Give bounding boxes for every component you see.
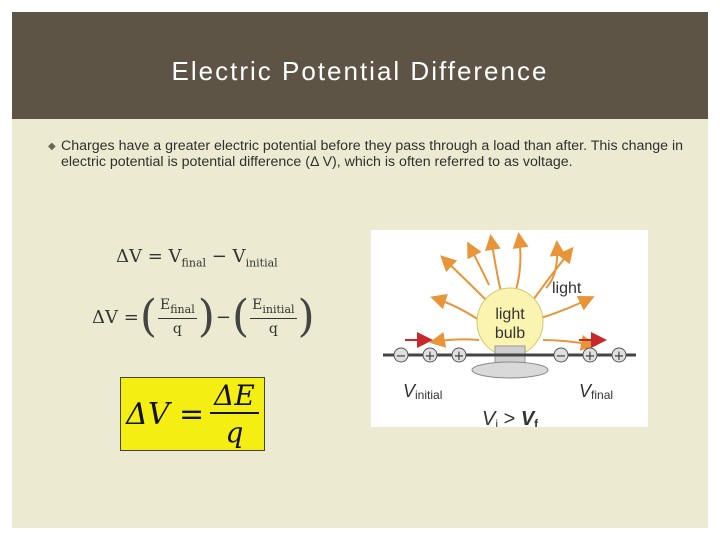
equation-delta-v-definition: ΔV = Vfinal − Vinitial [116,246,278,270]
fraction-initial-den: q [268,320,278,337]
boxed-equation: ΔV = ΔE q [120,377,265,451]
eq1-minus: − V [206,246,246,267]
bullet-item: ◆ Charges have a greater electric potent… [48,138,701,170]
boxed-num: ΔE [210,379,259,414]
boxed-fraction: ΔE q [210,379,259,449]
right-paren: ) [297,291,315,342]
bullet-text: Charges have a greater electric potentia… [61,138,684,170]
fraction-final-num: Efinal [157,297,197,319]
bulb-socket [471,361,549,379]
e1: E [159,297,171,314]
fraction-initial: Einitial q [250,297,297,337]
bullet-diamond-icon: ◆ [48,141,56,152]
svg-text:+: + [425,349,436,364]
boxed-den: q [225,416,244,449]
svg-text:+: + [614,349,625,364]
v-initial-label: Vinitial [403,381,442,402]
bulb-label-1: light [495,306,525,323]
svg-text:−: − [396,349,407,364]
e1-sub: final [170,302,195,316]
left-paren: ( [231,291,250,342]
charges: − + + − + + [393,347,627,364]
right-paren: ) [197,291,215,342]
fraction-final-den: q [172,320,182,337]
light-label: light [552,280,582,297]
light-rays [429,232,597,351]
fraction-initial-num: Einitial [250,297,297,319]
slide: Electric Potential Difference ◆ Charges … [12,12,708,528]
eq1-initial-sub: initial [245,256,278,270]
light-bulb-diagram: light bulb light − + + − + + Vinitial Vf… [383,232,636,427]
v-final-label: Vfinal [579,381,613,402]
left-paren: ( [139,291,157,342]
fraction-final: Efinal q [157,297,197,337]
eq2-minus: − [215,306,231,328]
e2-sub: initial [262,302,295,316]
svg-text:+: + [454,349,465,364]
eq2-lhs: ΔV = [92,306,139,328]
bulb-label-2: bulb [495,325,525,342]
e2: E [252,297,263,314]
svg-text:+: + [585,349,596,364]
eq1-final-sub: final [181,256,207,270]
potential-relation: Vi > Vf [482,408,539,427]
slide-title: Electric Potential Difference [171,56,549,86]
title-bar: Electric Potential Difference [12,12,708,119]
equation-energy-per-charge: ΔV = ( Efinal q ) − ( Einitial q ) [92,295,316,339]
boxed-lhs: ΔV = [126,396,205,432]
svg-text:−: − [556,349,567,364]
light-bulb-figure: light bulb light − + + − + + Vinitial Vf… [371,230,648,427]
eq1-lhs: ΔV = V [116,246,182,267]
